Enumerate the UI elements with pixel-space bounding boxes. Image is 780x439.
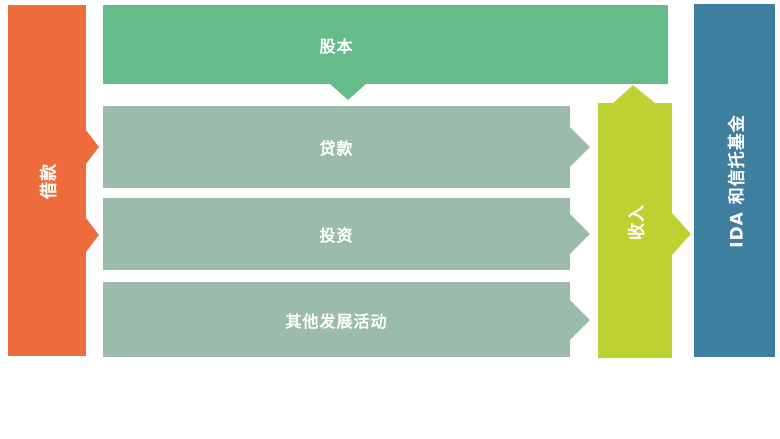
borrowings-bar-shape-with-right-arrows-icon [8, 5, 99, 356]
equity-bar: 股本 [103, 5, 668, 100]
borrowings-bar: 借款 [8, 5, 99, 356]
borrowings-label: 借款 [39, 162, 60, 199]
ida-trust-funds-bar-shape [694, 4, 775, 357]
investments-bar-shape-with-right-arrow-icon [103, 198, 590, 270]
other-development-activities-bar: 其他发展活动 [103, 282, 590, 357]
other-activities-bar-shape-with-right-arrow-icon [103, 282, 590, 357]
loans-bar: 贷款 [103, 106, 590, 188]
income-bar-shape-with-up-and-right-arrows-icon [598, 85, 691, 358]
loans-bar-shape-with-right-arrow-icon [103, 106, 590, 188]
investments-bar: 投资 [103, 198, 590, 270]
income-label: 收入 [627, 203, 648, 240]
other-development-activities-label: 其他发展活动 [285, 311, 388, 331]
ida-trust-funds-label: IDA 和信托基金 [727, 113, 747, 248]
loans-label: 贷款 [319, 139, 354, 158]
equity-label: 股本 [319, 36, 354, 56]
income-bar: 收入 [598, 85, 691, 358]
ida-trust-funds-bar: IDA 和信托基金 [694, 4, 775, 357]
equity-bar-shape-with-down-arrow-icon [103, 5, 668, 100]
investments-label: 投资 [319, 226, 354, 245]
